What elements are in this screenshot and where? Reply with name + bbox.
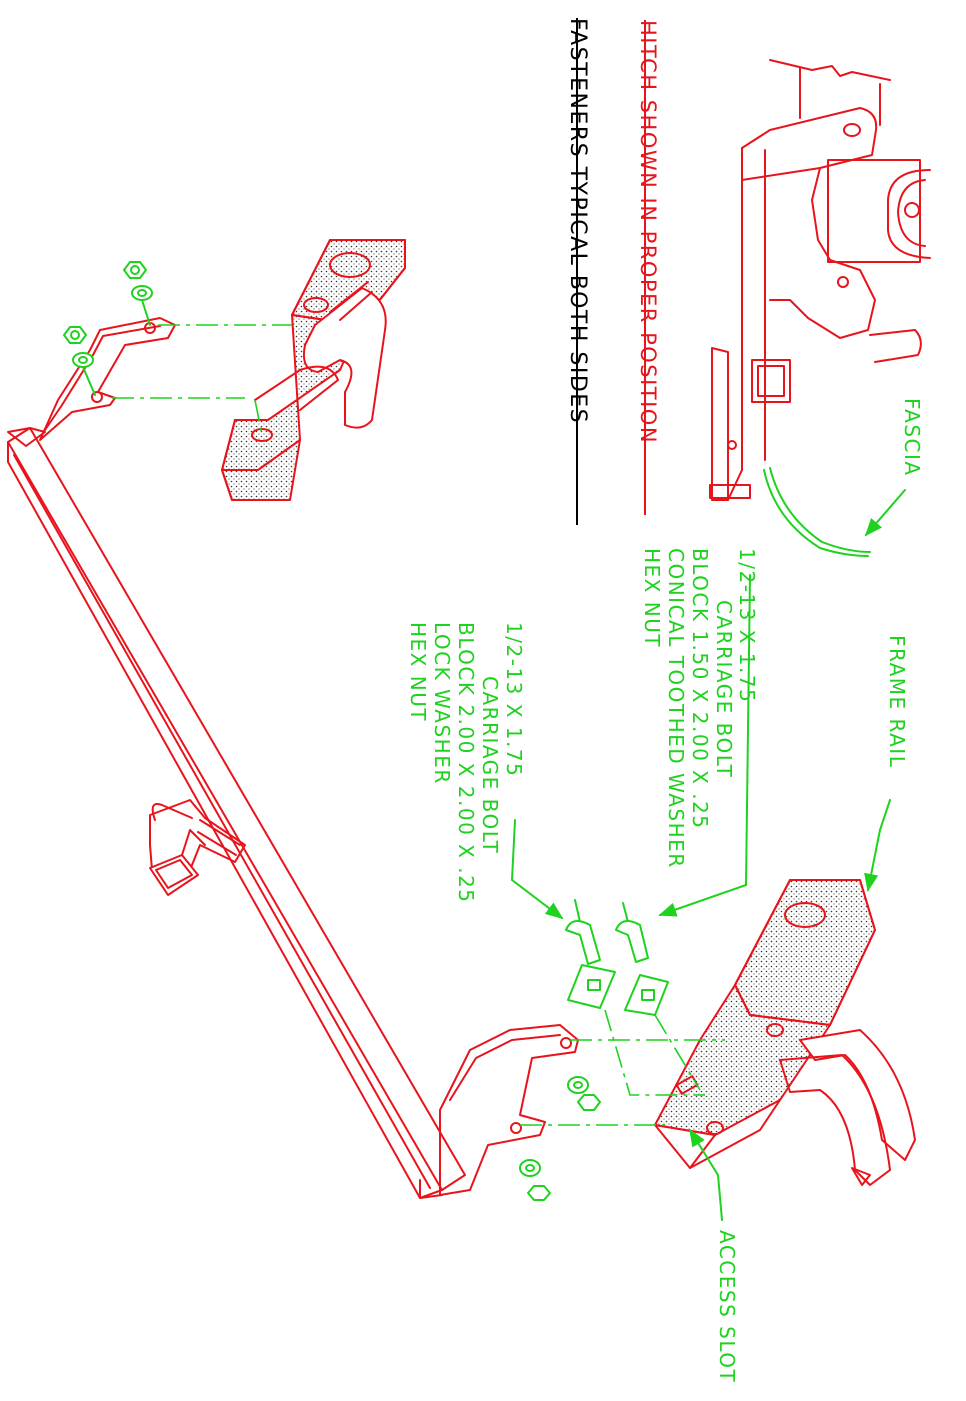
fastener-b-line3: BLOCK 2.00 X 2.00 X .25 — [454, 622, 478, 904]
fastener-b-line2: CARRIAGE BOLT — [478, 676, 502, 854]
left-frame-rail — [221, 239, 406, 501]
right-fasteners — [519, 899, 725, 1201]
label-frame-rail: FRAME RAIL — [885, 635, 909, 768]
fastener-a-line2: CARRIAGE BOLT — [712, 600, 736, 778]
fastener-b-line1: 1/2-13 X 1.75 — [502, 622, 526, 777]
fastener-a-line1: 1/2-13 X 1.75 — [735, 548, 759, 703]
fastener-set-a-label: 1/2-13 X 1.75 CARRIAGE BOLT BLOCK 1.50 X… — [640, 548, 759, 869]
hitch-cross-tube — [7, 427, 466, 1199]
note-hitch-position: HITCH SHOWN IN PROPER POSITION — [636, 20, 660, 444]
notes-group: FASTENERS TYPICAL BOTH SIDES HITCH SHOWN… — [565, 18, 660, 525]
fastener-b-line4: LOCK WASHER — [430, 622, 454, 785]
right-frame-rail — [654, 879, 916, 1186]
label-fascia: FASCIA — [900, 398, 924, 477]
fastener-a-line3: BLOCK 1.50 X 2.00 X .25 — [688, 548, 712, 830]
right-hitch-bracket — [439, 1024, 579, 1196]
fastener-set-b-label: 1/2-13 X 1.75 CARRIAGE BOLT BLOCK 2.00 X… — [406, 622, 526, 904]
fastener-b-line5: HEX NUT — [406, 622, 430, 722]
label-access-slot: ACCESS SLOT — [715, 1230, 739, 1383]
callout-labels: FASCIA FRAME RAIL ACCESS SLOT 1/2-13 X 1… — [406, 398, 924, 1383]
fastener-a-line4: CONICAL TOOTHED WASHER — [664, 548, 688, 869]
fastener-a-line5: HEX NUT — [640, 548, 664, 648]
left-hitch-bracket — [39, 317, 176, 441]
leader-lines — [511, 489, 906, 1221]
receiver-tube — [149, 799, 246, 896]
inset-proper-position-view — [709, 59, 931, 557]
left-fasteners — [63, 261, 292, 436]
